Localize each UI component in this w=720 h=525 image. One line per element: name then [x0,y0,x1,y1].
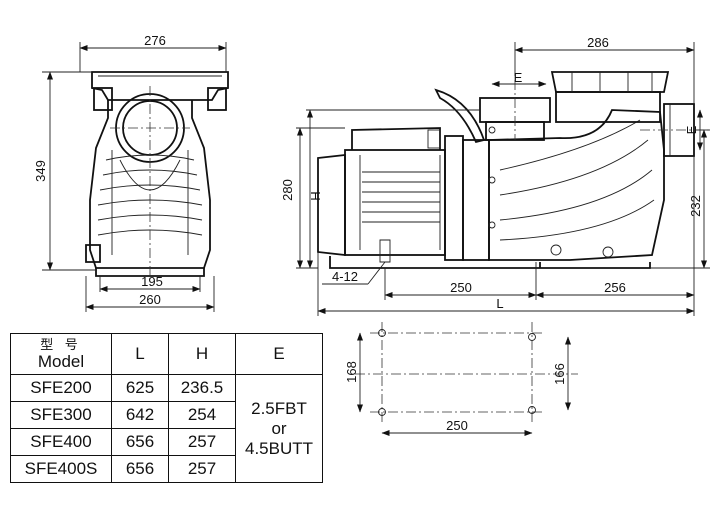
cell-l: 656 [111,455,169,483]
header-model-en: Model [37,351,85,371]
dim-e-right: E [684,125,699,134]
table-row: SFE300 642 254 [10,401,323,429]
header-e: E [235,333,323,375]
dim-base-256: 256 [604,280,626,295]
dim-height-232: 232 [688,195,703,217]
header-model-cn: 型 号 [40,336,82,352]
dim-base-inner: 195 [141,274,163,289]
cell-l: 625 [111,374,169,402]
dim-h: H [308,191,323,200]
header-h: H [168,333,236,375]
front-view: 276 349 195 260 [33,33,229,312]
table-row: SFE400 656 257 [10,428,323,456]
cell-e-line2: or [271,418,287,438]
cell-model: SFE300 [10,401,112,429]
table-row: SFE400S 656 257 [10,455,323,483]
dim-width-top: 276 [144,33,166,48]
dim-base-250: 250 [450,280,472,295]
cell-model: SFE400S [10,455,112,483]
base-hole-view: 168 166 250 [344,322,578,436]
cell-e: 2.5FBT or 4.5BUTT [235,374,323,483]
cell-l: 656 [111,428,169,456]
table-row: SFE200 625 236.5 2.5FBT or 4.5BUTT [10,374,323,483]
dim-l: L [496,296,503,311]
dim-length-right: 286 [587,35,609,50]
header-model: 型 号 Model [10,333,112,375]
cell-model: SFE400 [10,428,112,456]
header-l: L [111,333,169,375]
cell-e-line1: 2.5FBT [251,398,307,418]
dim-span-166: 166 [552,363,567,385]
side-view: 286 E E 280 H 232 4-12 250 256 [280,35,710,316]
dim-height-280: 280 [280,179,295,201]
cell-h: 236.5 [168,374,236,402]
cell-model: SFE200 [10,374,112,402]
dim-height: 349 [33,160,48,182]
cell-h: 257 [168,428,236,456]
cell-h: 257 [168,455,236,483]
dim-e-top: E [514,70,523,85]
cell-e-line3: 4.5BUTT [244,438,314,458]
dim-base-outer: 260 [139,292,161,307]
table-header-row: 型 号 Model L H E [10,333,323,375]
dim-span-168: 168 [344,361,359,383]
spec-table: 型 号 Model L H E SFE200 625 236.5 2.5FBT … [10,333,323,483]
dim-span-250: 250 [446,418,468,433]
cell-h: 254 [168,401,236,429]
bolt-callout: 4-12 [332,269,358,284]
cell-l: 642 [111,401,169,429]
